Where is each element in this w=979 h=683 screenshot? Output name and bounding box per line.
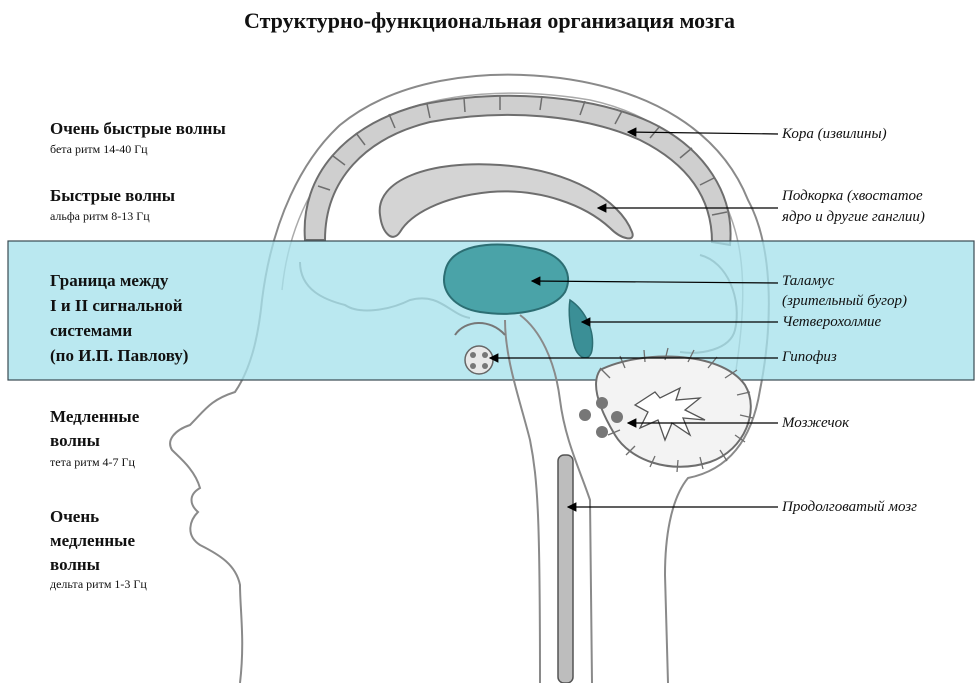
label-thalamus-2: (зрительный бугор): [782, 293, 908, 309]
arbor-vitae: [633, 386, 706, 442]
wave-very-slow-title-3: волны: [50, 555, 100, 574]
label-quadrigemina: Четверохолмие: [782, 314, 882, 330]
medulla-oblongata: [557, 454, 574, 683]
wave-fast-title: Быстрые волны: [50, 186, 176, 205]
thalamus: [443, 243, 570, 315]
pituitary: [464, 345, 494, 375]
pointer-arrows: [488, 127, 779, 512]
label-pituitary: Гипофиз: [782, 349, 837, 365]
border-line-3: системами: [50, 321, 133, 340]
pituitary-stalk: [454, 322, 506, 336]
wave-very-slow-title-2: медленные: [50, 531, 135, 550]
label-cortex: Кора (извилины): [782, 126, 887, 142]
wave-slow-title-2: волны: [50, 431, 100, 450]
diagram-title: Структурно-функциональная организация мо…: [243, 8, 736, 33]
label-thalamus-1: Таламус: [782, 273, 835, 289]
wave-very-slow-subtitle: дельта ритм 1-3 Гц: [50, 577, 147, 591]
cerebellum-folia: [599, 347, 754, 473]
wave-slow-title-1: Медленные: [50, 407, 140, 426]
arrow-cortex: [626, 127, 779, 137]
caudate-nucleus: [378, 163, 634, 240]
brainstem-outline-front: [504, 319, 541, 683]
arrow-thalamus: [530, 276, 779, 286]
wave-fast-subtitle: альфа ритм 8-13 Гц: [50, 209, 150, 223]
border-line-4: (по И.П. Павлову): [50, 346, 189, 365]
wave-slow-subtitle: тета ритм 4-7 Гц: [50, 455, 135, 469]
pituitary-dots: [470, 352, 488, 369]
label-subcortex-1: Подкорка (хвостатое: [782, 188, 923, 204]
border-line-2: I и II сигнальной: [50, 296, 183, 315]
label-subcortex-2: ядро и другие ганглии): [782, 209, 925, 225]
wave-very-fast-subtitle: бета ритм 14-40 Гц: [50, 142, 148, 156]
pons-dots: [579, 397, 623, 438]
label-medulla: Продолговатый мозг: [782, 499, 917, 515]
label-cerebellum: Мозжечок: [782, 415, 850, 431]
brainstem-outline: [519, 314, 593, 683]
wave-very-slow-title-1: Очень: [50, 507, 100, 526]
border-line-1: Граница между: [50, 271, 169, 290]
wave-very-fast-title: Очень быстрые волны: [50, 119, 226, 138]
